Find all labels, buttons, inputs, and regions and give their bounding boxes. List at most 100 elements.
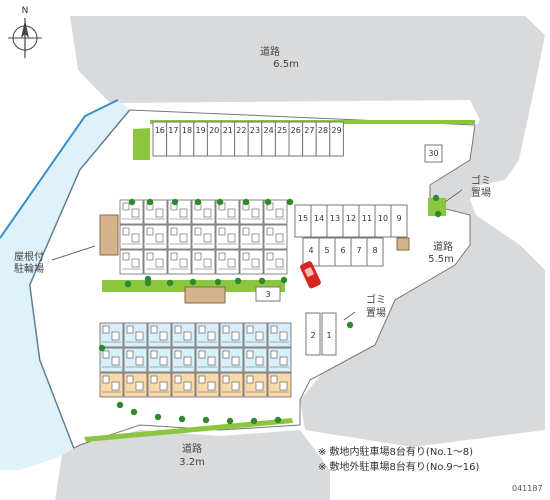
room-window: [122, 252, 130, 261]
room-window: [122, 227, 130, 236]
garbage-top-label-2: 置場: [471, 186, 491, 199]
bicycle-parking-label-1: 屋根付: [14, 250, 44, 263]
room-window: [179, 258, 188, 268]
tree-icon: [234, 277, 242, 285]
parking-number-12: 12: [346, 214, 356, 223]
room-window: [231, 331, 240, 341]
room-window: [218, 227, 226, 236]
garbage-mid-leader: [343, 311, 356, 321]
parking-space-3: [255, 286, 281, 302]
south-road-width: 3.2m: [179, 457, 205, 468]
room-window: [150, 325, 158, 334]
parking-number-17: 17: [168, 126, 178, 135]
room-window: [174, 325, 182, 334]
parking-number-29: 29: [332, 126, 342, 135]
grass-bottom: [84, 418, 293, 442]
parking-number-28: 28: [318, 126, 328, 135]
parking-number-1: 1: [326, 331, 331, 340]
room-window: [279, 331, 288, 341]
room-window: [135, 381, 144, 391]
parking-number-9: 9: [396, 214, 401, 223]
south-road-name: 道路: [182, 442, 202, 455]
garbage-mid-label-1: ゴミ: [366, 293, 386, 306]
room-window: [251, 233, 260, 243]
room-window: [227, 233, 236, 243]
room-window: [135, 356, 144, 366]
north-road-width: 6.5m: [273, 59, 299, 70]
tree-icon: [202, 416, 210, 424]
room-window: [194, 252, 202, 261]
room-window: [150, 375, 158, 384]
parking-number-4: 4: [308, 246, 313, 255]
garbage-area-top: [428, 198, 446, 216]
room-window: [266, 252, 274, 261]
room-window: [207, 331, 216, 341]
parking-number-24: 24: [264, 126, 274, 135]
parking-number-2: 2: [310, 331, 315, 340]
garbage-top-leader: [444, 189, 463, 203]
tree-icon: [178, 415, 186, 423]
room-window: [155, 208, 164, 218]
parking-number-21: 21: [223, 126, 233, 135]
room-window: [159, 331, 168, 341]
room-window: [246, 350, 254, 359]
room-window: [111, 356, 120, 366]
garbage-mid-label-2: 置場: [366, 306, 386, 319]
tree-icon: [274, 416, 282, 424]
room-window: [270, 375, 278, 384]
trees: [98, 194, 442, 425]
room-window: [102, 375, 110, 384]
tree-icon: [280, 276, 288, 284]
bicycle-parking-label-2: 駐輪場: [14, 262, 44, 275]
room-window: [131, 258, 140, 268]
room-window: [270, 325, 278, 334]
parking-number-27: 27: [304, 126, 314, 135]
tree-icon: [194, 198, 202, 206]
tree-icon: [124, 280, 132, 288]
room-window: [222, 350, 230, 359]
room-window: [251, 208, 260, 218]
room-window: [155, 233, 164, 243]
room-window: [170, 227, 178, 236]
room-window: [174, 350, 182, 359]
tree-icon: [432, 194, 440, 202]
room-window: [279, 381, 288, 391]
room-window: [242, 252, 250, 261]
parking-number-26: 26: [291, 126, 301, 135]
room-window: [266, 227, 274, 236]
lower-building: [99, 322, 292, 398]
parking-number-6: 6: [340, 246, 345, 255]
room-window: [194, 227, 202, 236]
parking-number-11: 11: [362, 214, 372, 223]
parking-number-14: 14: [314, 214, 324, 223]
room-window: [227, 208, 236, 218]
room-window: [131, 208, 140, 218]
room-window: [170, 252, 178, 261]
parking-number-7: 7: [356, 246, 361, 255]
room-window: [279, 356, 288, 366]
upper-building: [119, 199, 288, 275]
tree-icon: [98, 344, 106, 352]
tree-icon: [242, 198, 250, 206]
parking-number-22: 22: [236, 126, 246, 135]
room-window: [246, 375, 254, 384]
parking-space-1: [321, 312, 337, 356]
room-window: [203, 233, 212, 243]
bicycle-parking-shed-bottom: [184, 286, 226, 304]
room-window: [126, 350, 134, 359]
north-road: [70, 16, 545, 447]
tree-icon: [434, 210, 442, 218]
parking-number-15: 15: [298, 214, 308, 223]
parking-space-30: [424, 144, 443, 163]
tree-icon: [130, 408, 138, 416]
parking-number-13: 13: [330, 214, 340, 223]
tree-icon: [216, 198, 224, 206]
room-window: [150, 350, 158, 359]
note-on-site-parking: ※ 敷地内駐車場8台有り(No.1〜8): [318, 445, 473, 458]
room-window: [251, 258, 260, 268]
room-window: [255, 331, 264, 341]
room-window: [179, 208, 188, 218]
